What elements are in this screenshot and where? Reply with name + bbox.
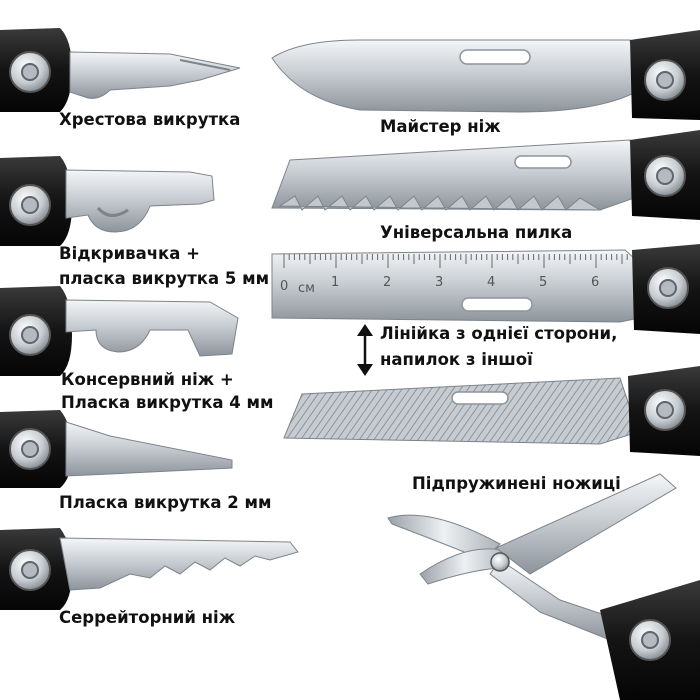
ruler-unit: см	[298, 281, 315, 296]
ruler-number: 0	[280, 279, 288, 294]
ruler-number: 5	[539, 275, 547, 290]
label-opener-line1: Відкривачка +	[59, 244, 200, 263]
label-universal-saw: Універсальна пилка	[380, 223, 573, 242]
bottle-opener-tool	[0, 156, 215, 246]
ruler-tool: см 0 1 2 3 4 5 6	[271, 244, 700, 334]
label-opener-line2: пласка викрутка 5 мм	[59, 269, 270, 288]
label-flat-screwdriver: Пласка викрутка 2 мм	[59, 493, 272, 512]
universal-saw-tool	[271, 130, 700, 220]
phillips-tool	[0, 28, 241, 112]
scissors-tool	[387, 473, 700, 700]
label-serrated-knife: Серрейторний ніж	[59, 608, 236, 627]
ruler-number: 1	[331, 275, 339, 290]
ruler-number: 3	[435, 275, 443, 290]
ruler-number: 6	[591, 275, 599, 290]
label-master-knife: Майстер ніж	[380, 117, 501, 136]
label-ruler-note-line1: Лінійка з однієї сторони,	[380, 324, 618, 343]
file-tool	[283, 366, 700, 456]
label-can-opener-line1: Консервний ніж +	[61, 370, 234, 389]
label-ruler-note-line2: напилок з іншої	[380, 350, 533, 369]
label-phillips-screwdriver: Хрестова викрутка	[59, 110, 241, 129]
flat-screwdriver-tool	[0, 410, 233, 488]
master-knife-tool	[271, 30, 700, 120]
ruler-number: 4	[487, 275, 495, 290]
double-arrow-icon	[357, 324, 373, 376]
label-scissors: Підпружинені ножиці	[412, 474, 621, 493]
serrated-knife-tool	[0, 528, 299, 610]
label-can-opener-line2: Пласка викрутка 4 мм	[61, 393, 274, 412]
ruler-number: 2	[383, 275, 391, 290]
can-opener-tool	[0, 286, 239, 376]
